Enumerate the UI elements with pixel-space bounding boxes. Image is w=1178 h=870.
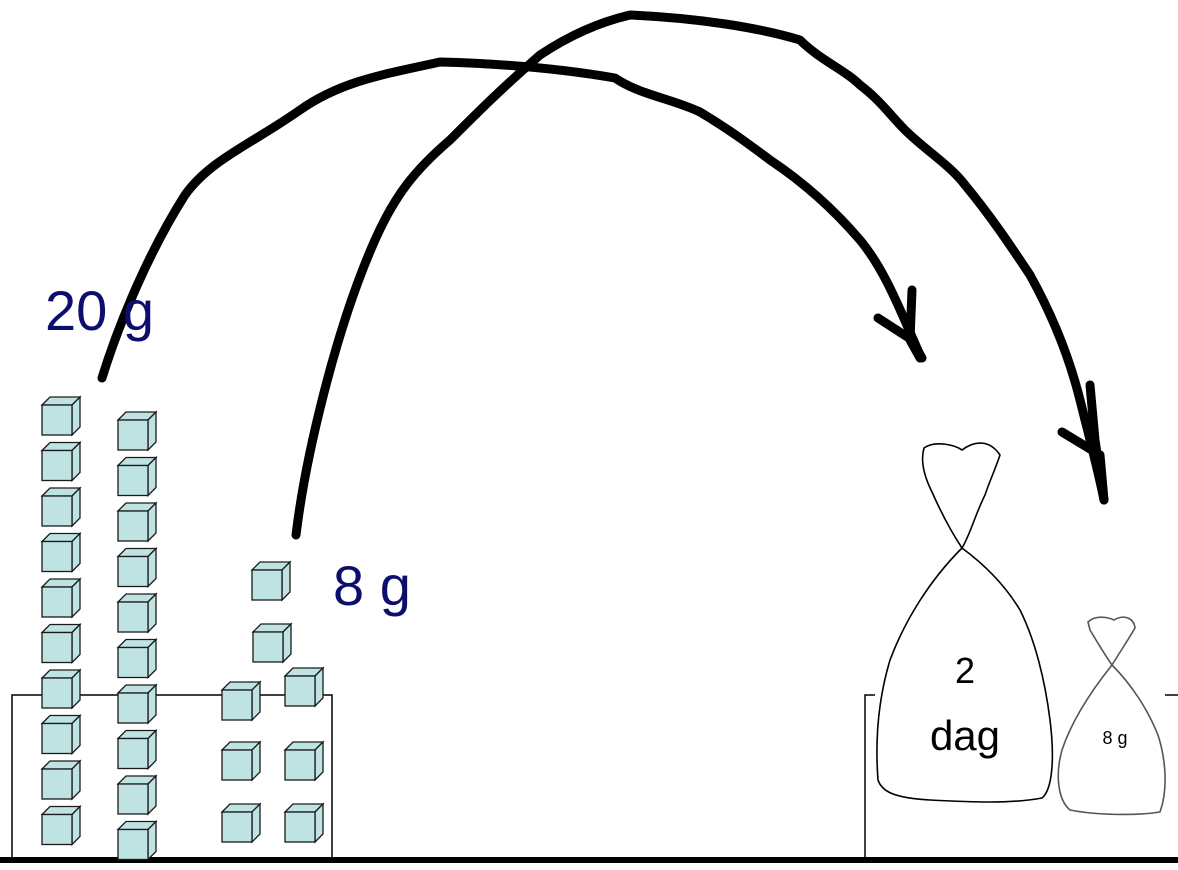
unit-cube <box>220 740 262 782</box>
bag-8g-neck <box>1087 616 1136 666</box>
arrow-8g-to-8g-bag <box>291 10 1109 540</box>
cube-stack-20g-right <box>116 410 158 862</box>
unit-cube <box>40 395 82 437</box>
unit-cube <box>40 759 82 801</box>
left-tray <box>11 694 333 860</box>
bag-2dag-body <box>876 547 1054 803</box>
unit-cube <box>116 637 158 680</box>
unit-cube <box>283 666 325 708</box>
unit-cube <box>116 683 158 725</box>
unit-cube <box>40 440 82 483</box>
right-tray <box>864 694 875 860</box>
cube-group-8g <box>220 560 325 844</box>
unit-cube <box>283 802 325 844</box>
unit-cube <box>116 501 158 543</box>
unit-cube <box>40 668 82 710</box>
label-20g: 20 g <box>45 279 154 342</box>
bag-2dag <box>876 442 1054 803</box>
unit-cube <box>116 819 158 862</box>
arrowhead-8g <box>1057 380 1109 505</box>
cube-stack-20g-left <box>40 395 82 847</box>
unit-cube <box>116 455 158 498</box>
unit-cube <box>116 774 158 816</box>
unit-cube <box>116 410 158 452</box>
unit-cube <box>116 546 158 589</box>
unit-cube <box>251 622 293 664</box>
bag-8g <box>1057 616 1166 816</box>
unit-cube <box>116 592 158 634</box>
unit-cube <box>220 802 262 844</box>
unit-cube <box>40 804 82 847</box>
bag-2dag-neck <box>921 442 1001 549</box>
unit-cube <box>40 577 82 619</box>
bag-8g-body <box>1057 664 1166 816</box>
unit-cube <box>40 486 82 528</box>
bag-8g-label: 8 g <box>1102 728 1128 748</box>
unit-cube <box>250 560 292 602</box>
unit-cube <box>40 622 82 665</box>
unit-cube <box>40 713 82 756</box>
unit-cube <box>283 740 325 782</box>
unit-cube <box>220 680 262 722</box>
arrow-20g-to-2dag-bag <box>97 57 925 383</box>
arrowhead-2dag <box>873 285 927 363</box>
label-8g: 8 g <box>333 554 411 617</box>
bag-2dag-number: 2 <box>954 650 976 691</box>
bag-2dag-unit: dag <box>929 712 1001 759</box>
unit-cube <box>116 728 158 771</box>
unit-cube <box>40 531 82 574</box>
